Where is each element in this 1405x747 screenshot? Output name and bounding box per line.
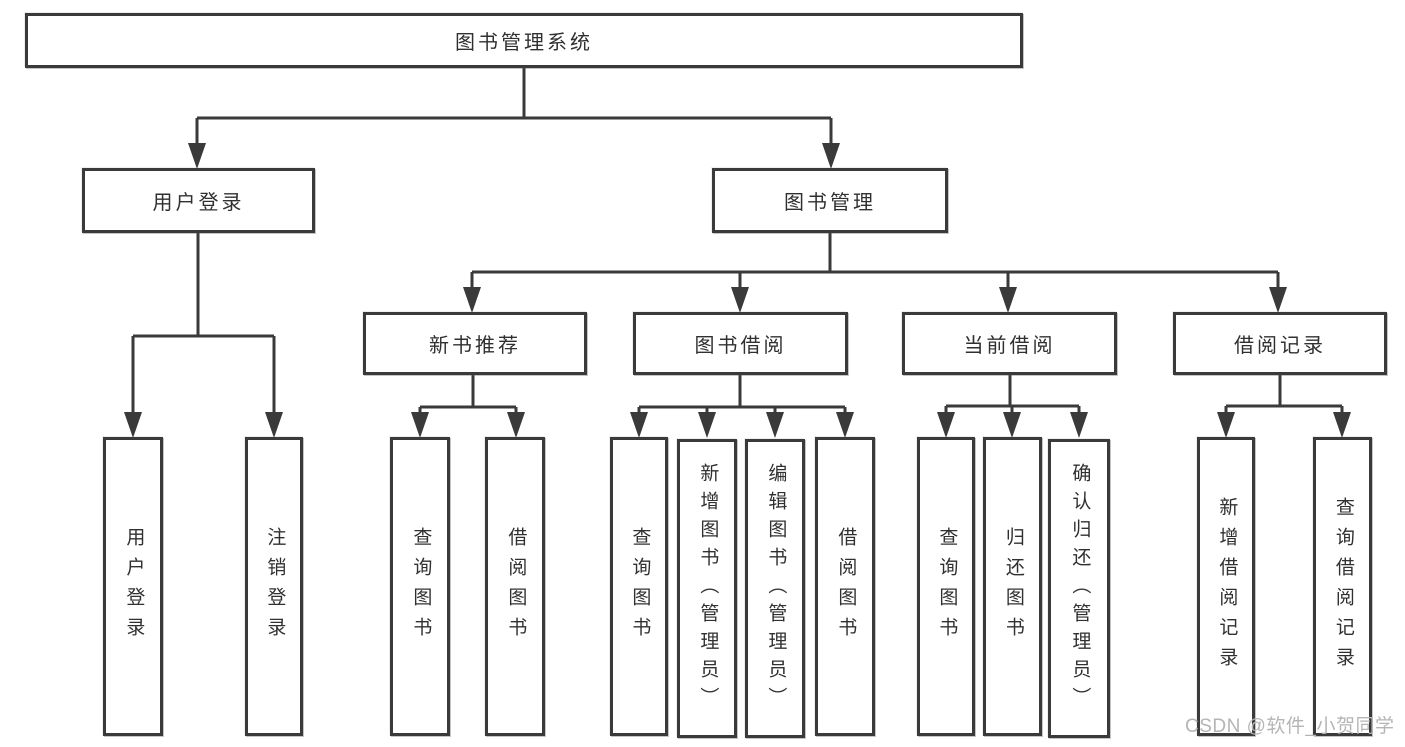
csdn-watermark: CSDN @软件_小贺同学 [1185, 716, 1395, 737]
node-label: 归还图书 [1002, 526, 1024, 647]
leaf-confirm-return-admin: 确认归还（管理员） [1048, 439, 1110, 738]
connector-user-login-children [124, 233, 283, 438]
node-label: 查询图书 [629, 526, 651, 647]
leaf-borrow-books-recommend: 借阅图书 [485, 437, 545, 736]
leaf-borrow-books: 借阅图书 [815, 437, 875, 736]
node-label: 新书推荐 [429, 335, 521, 357]
arrowhead-icon [188, 143, 206, 169]
arrowhead-icon [1070, 412, 1088, 438]
arrowhead-icon [1003, 412, 1021, 438]
leaf-logout: 注销登录 [245, 437, 303, 736]
arrowhead-icon [1217, 412, 1235, 438]
node-label: 图书管理系统 [455, 32, 593, 54]
node-book-borrowing: 图书借阅 [633, 312, 848, 375]
node-label: 用户登录 [123, 526, 145, 647]
arrowhead-icon [1269, 287, 1287, 313]
arrowhead-icon [1333, 412, 1351, 438]
node-new-book-recommend: 新书推荐 [363, 312, 587, 375]
leaf-query-books-recommend: 查询图书 [390, 437, 450, 736]
node-user-login: 用户登录 [82, 168, 315, 233]
node-label: 图书借阅 [694, 335, 787, 357]
arrowhead-icon [630, 412, 648, 438]
node-label: 借阅图书 [505, 526, 527, 647]
node-label: 当前借阅 [963, 335, 1056, 357]
connector-root-to-level1 [188, 67, 840, 169]
node-label: 新增图书（管理员） [697, 462, 719, 715]
connector-borrow-record-children [1217, 375, 1351, 438]
node-book-management: 图书管理 [712, 168, 948, 233]
leaf-query-books-current: 查询图书 [917, 437, 975, 736]
arrowhead-icon [999, 287, 1017, 313]
arrowhead-icon [124, 412, 142, 438]
arrowhead-icon [766, 412, 784, 438]
node-label: 编辑图书（管理员） [765, 462, 787, 715]
node-label: 确认归还（管理员） [1069, 462, 1091, 715]
leaf-user-login: 用户登录 [103, 437, 163, 736]
leaf-query-books-borrow: 查询图书 [610, 437, 668, 736]
connector-current-borrow-children [937, 375, 1088, 438]
connector-new-book-children [411, 375, 525, 438]
arrowhead-icon [836, 412, 854, 438]
leaf-edit-books-admin: 编辑图书（管理员） [745, 439, 805, 738]
leaf-return-books: 归还图书 [983, 437, 1042, 736]
arrowhead-icon [411, 412, 429, 438]
leaf-query-borrow-record: 查询借阅记录 [1313, 437, 1372, 736]
leaf-add-books-admin: 新增图书（管理员） [677, 439, 737, 738]
arrowhead-icon [507, 412, 525, 438]
arrowhead-icon [463, 287, 481, 313]
node-label: 用户登录 [152, 192, 245, 214]
node-label: 查询图书 [410, 526, 432, 647]
node-label: 查询借阅记录 [1332, 496, 1354, 677]
connector-book-borrow-children [630, 375, 854, 438]
arrowhead-icon [937, 412, 955, 438]
node-label: 图书管理 [784, 192, 876, 214]
connector-book-mgmt-children [463, 233, 1287, 313]
node-label: 借阅记录 [1234, 335, 1326, 357]
node-borrowing-records: 借阅记录 [1173, 312, 1387, 375]
leaf-add-borrow-record: 新增借阅记录 [1197, 437, 1255, 736]
arrowhead-icon [265, 412, 283, 438]
node-book-management-system: 图书管理系统 [25, 13, 1023, 68]
node-current-borrowing: 当前借阅 [902, 312, 1117, 375]
node-label: 注销登录 [264, 526, 286, 647]
arrowhead-icon [698, 412, 716, 438]
arrowhead-icon [822, 143, 840, 169]
node-label: 查询图书 [936, 526, 958, 647]
arrowhead-icon [731, 287, 749, 313]
node-label: 借阅图书 [835, 526, 857, 647]
node-label: 新增借阅记录 [1216, 496, 1238, 677]
